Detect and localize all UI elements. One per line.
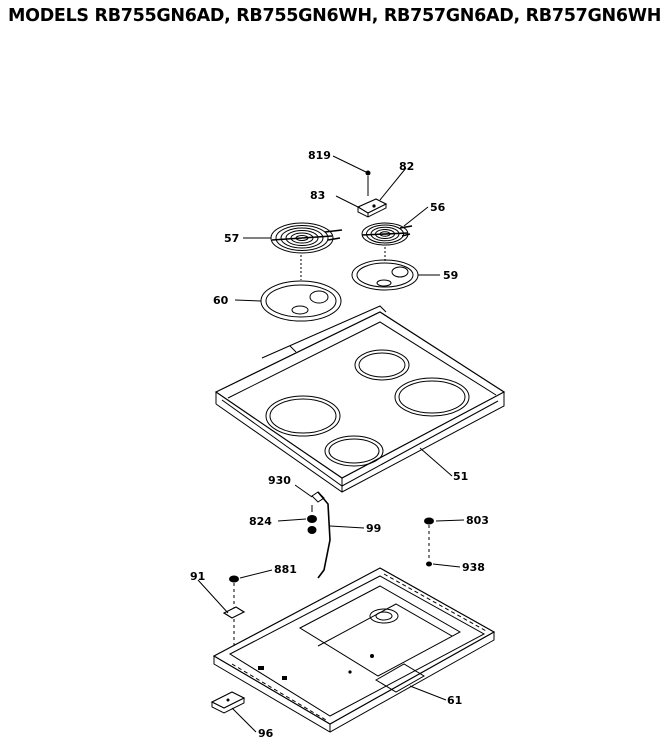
label-82: 82: [399, 160, 414, 173]
part-51-cooktop: [214, 305, 506, 493]
label-803: 803: [466, 514, 489, 527]
leader-lines: [197, 155, 465, 733]
label-57: 57: [224, 232, 239, 245]
label-881: 881: [274, 563, 297, 576]
part-824-nut: [307, 515, 317, 534]
part-60-drip-pan-large: [260, 255, 342, 322]
label-51: 51: [453, 470, 468, 483]
part-82-terminal-block: [356, 198, 388, 218]
part-57-surface-unit-large: [270, 222, 343, 254]
label-83: 83: [310, 189, 325, 202]
part-930-clip: [311, 491, 325, 512]
label-938: 938: [462, 561, 485, 574]
part-91-bracket: [222, 606, 246, 619]
label-930: 930: [268, 474, 291, 487]
label-60: 60: [213, 294, 229, 307]
label-824: 824: [249, 515, 272, 528]
part-819-screw: [365, 170, 371, 196]
label-59: 59: [443, 269, 458, 282]
diagram-title: MODELS RB755GN6AD, RB755GN6WH, RB757GN6A…: [8, 6, 662, 26]
label-61: 61: [447, 694, 462, 707]
part-59-drip-pan-small: [351, 247, 419, 291]
part-96-bracket: [210, 691, 246, 714]
label-99: 99: [366, 522, 381, 535]
part-56-surface-unit-small: [361, 222, 413, 246]
part-803-screw: [424, 517, 434, 560]
label-56: 56: [430, 201, 446, 214]
part-99-ground-wire: [317, 491, 331, 579]
label-96: 96: [258, 727, 274, 740]
label-91: 91: [190, 570, 205, 583]
label-819: 819: [308, 149, 331, 162]
part-61-burner-box: [212, 567, 496, 733]
part-938-washer: [426, 561, 432, 567]
